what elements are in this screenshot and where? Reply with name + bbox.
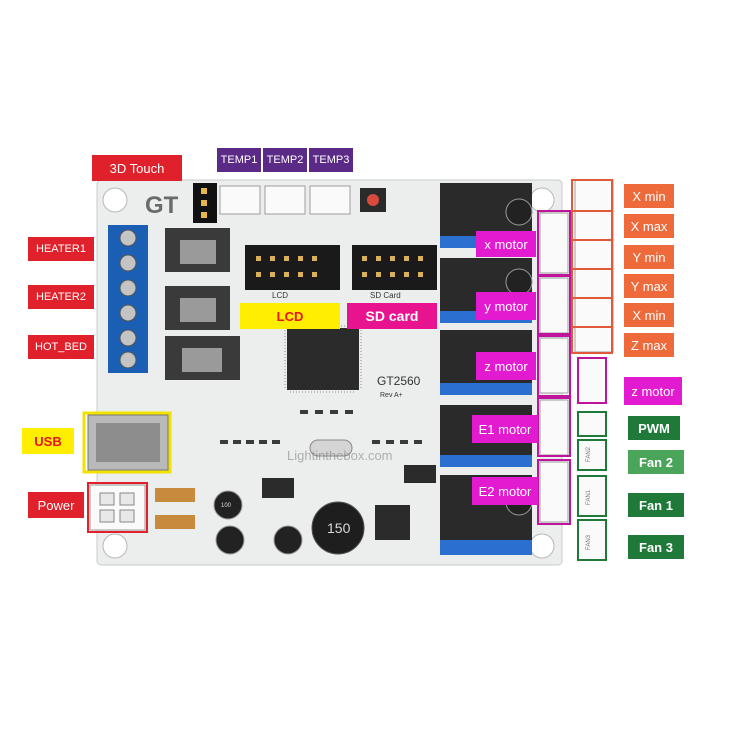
mcu-chip bbox=[287, 328, 359, 390]
expansion-header bbox=[440, 540, 532, 555]
power-cap bbox=[213, 490, 243, 520]
mount-hole bbox=[529, 533, 555, 559]
temp2-connector bbox=[264, 185, 306, 215]
motor-conn-e1 bbox=[539, 399, 569, 456]
motor-conn-e2 bbox=[539, 461, 569, 523]
label-z-min: X min bbox=[624, 303, 674, 327]
label-hotbed: HOT_BED bbox=[28, 335, 94, 359]
mount-hole bbox=[529, 187, 555, 213]
watermark: Lightinthebox.com bbox=[287, 448, 393, 463]
label-x-motor: x motor bbox=[476, 231, 536, 257]
small-chip bbox=[262, 478, 294, 498]
label-z-motor: z motor bbox=[476, 352, 536, 380]
label-heater2: HEATER2 bbox=[28, 285, 94, 309]
endstop-conn bbox=[574, 179, 614, 353]
power-cap bbox=[273, 525, 303, 555]
driver-cap bbox=[505, 198, 533, 226]
label-power: Power bbox=[28, 492, 84, 518]
label-y-min: Y min bbox=[624, 245, 674, 269]
fan2-conn bbox=[577, 439, 607, 471]
screw-terminal-block bbox=[108, 225, 148, 373]
power-cap bbox=[215, 525, 245, 555]
label-temp1: TEMP1 bbox=[217, 148, 261, 172]
sd-silk: SD Card bbox=[370, 291, 401, 300]
label-e1-motor: E1 motor bbox=[472, 415, 538, 443]
label-temp2: TEMP2 bbox=[263, 148, 307, 172]
label-fan3: Fan 3 bbox=[628, 535, 684, 559]
power-connector bbox=[89, 484, 146, 531]
motor-conn-y bbox=[539, 277, 569, 334]
label-heater1: HEATER1 bbox=[28, 237, 94, 261]
pwm-conn bbox=[577, 411, 607, 437]
label-x-min: X min bbox=[624, 184, 674, 208]
lcd-header bbox=[245, 245, 340, 290]
label-x-max: X max bbox=[624, 214, 674, 238]
label-fan1: Fan 1 bbox=[628, 493, 684, 517]
label-3d-touch: 3D Touch bbox=[92, 155, 182, 181]
fuse bbox=[155, 515, 195, 529]
fan2-silk: FAN2 bbox=[586, 446, 592, 462]
temp3-connector bbox=[309, 185, 351, 215]
motor-conn-x bbox=[539, 212, 569, 274]
label-y-motor: y motor bbox=[476, 292, 536, 320]
mount-hole bbox=[102, 533, 128, 559]
fan3-conn bbox=[577, 519, 607, 561]
crystal bbox=[309, 439, 353, 457]
label-usb: USB bbox=[22, 428, 74, 454]
cap-value: 100 bbox=[221, 503, 232, 509]
inductor-mark: 150 bbox=[327, 520, 351, 536]
label-pwm: PWM bbox=[628, 416, 680, 440]
board-model: GT2560 bbox=[377, 374, 421, 388]
fan3-silk: FAN3 bbox=[586, 534, 592, 550]
mount-hole bbox=[102, 187, 128, 213]
label-fan2: Fan 2 bbox=[628, 450, 684, 474]
label-z-motor-2: z motor bbox=[624, 377, 682, 405]
sd-header bbox=[352, 245, 437, 290]
small-chip bbox=[404, 465, 436, 483]
regulator bbox=[375, 505, 410, 540]
label-lcd: LCD bbox=[240, 303, 340, 329]
fan1-conn bbox=[577, 475, 607, 517]
label-e2-motor: E2 motor bbox=[472, 477, 538, 505]
temp1-connector bbox=[219, 185, 261, 215]
label-y-max: Y max bbox=[624, 274, 674, 298]
label-sd-card: SD card bbox=[347, 303, 437, 329]
motor-conn-z bbox=[539, 337, 569, 394]
fuse bbox=[155, 488, 195, 502]
inductor bbox=[311, 501, 365, 555]
zmotor2-conn bbox=[577, 357, 607, 404]
fan1-silk: FAN1 bbox=[586, 489, 592, 505]
board-revision: Rev A+ bbox=[380, 392, 403, 399]
label-temp3: TEMP3 bbox=[309, 148, 353, 172]
label-z-max: Z max bbox=[624, 333, 674, 357]
lcd-silk: LCD bbox=[272, 291, 288, 300]
board-logo: GT bbox=[145, 192, 179, 219]
